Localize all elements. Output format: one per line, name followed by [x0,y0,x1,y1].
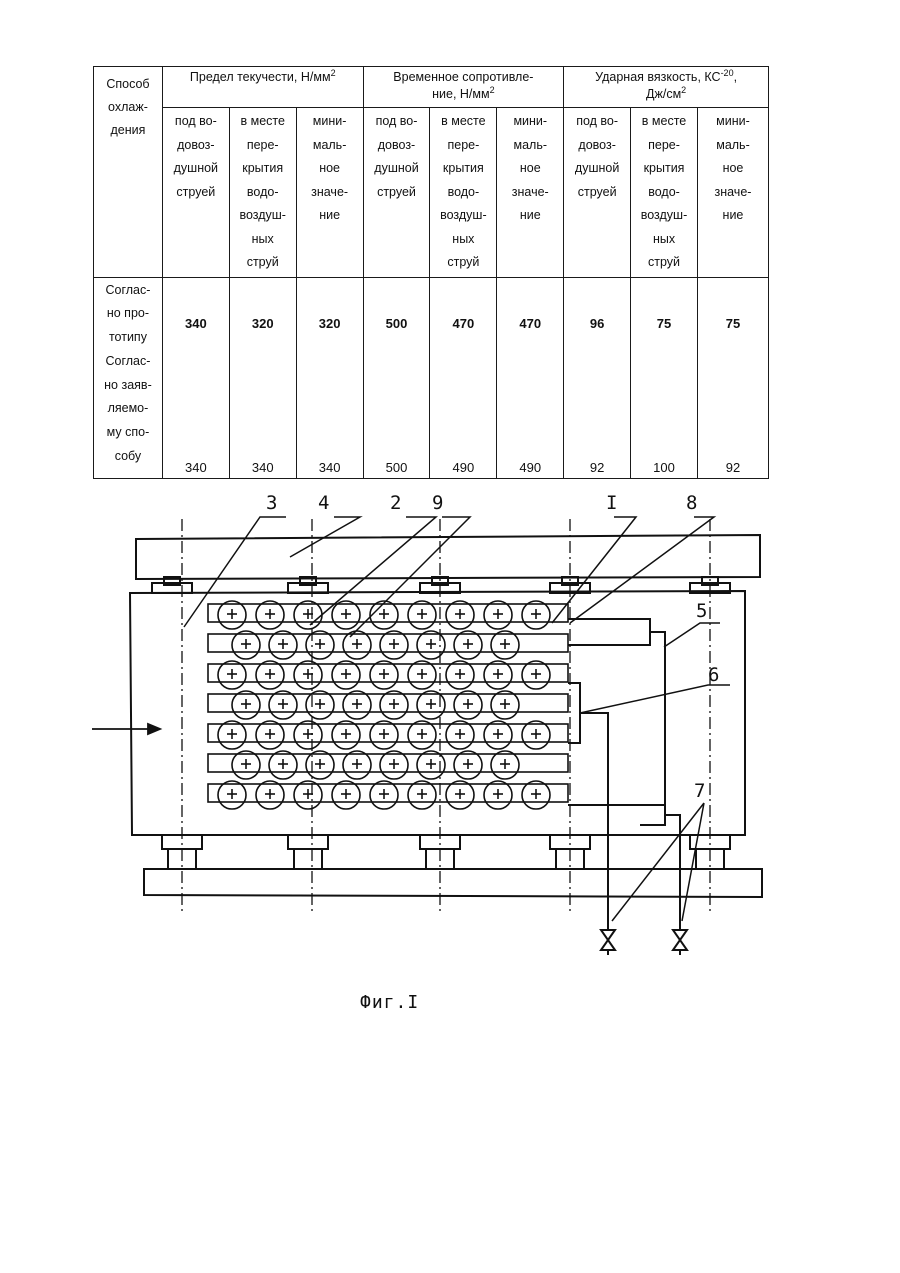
value-col-1: 340340 [162,277,229,478]
valve-1 [673,930,687,950]
roller-bar-3 [208,694,568,712]
leader-line-5 [570,517,714,623]
header-yield-strength: Предел текучести, Н/мм2 [162,67,363,108]
sub-header-1-1: в местепере-крытияводо-воздуш-ныхструй [430,108,497,278]
callout-label-0: 3 [266,492,277,514]
callout-label-6: 5 [696,600,707,622]
row-label-prototype: Соглас- но про- тотипу Соглас- но заяв- … [94,277,163,478]
header-tensile-strength: Временное сопротивле- ние, Н/мм2 [363,67,564,108]
roller-bar-1 [208,634,568,652]
leader-line-7 [580,685,730,713]
callout-label-2: 2 [390,492,401,514]
header-impact-toughness: Ударная вязкость, КС-20, Дж/см2 [564,67,769,108]
leader-line-4 [552,517,636,623]
bottom-support-stud-1 [294,849,322,869]
sub-header-0-1: в местепере-крытияводо-воздуш-ныхструй [229,108,296,278]
sub-header-1-2: мини-маль-ноезначе-ние [497,108,564,278]
header-cooling-method: Способ охлаж- дения [94,67,163,278]
callout-label-8: 7 [694,780,705,802]
roller-bar-2 [208,664,568,682]
callout-label-7: 6 [708,664,719,686]
sub-header-2-0: под во-довоз-душнойструей [564,108,631,278]
sub-header-2-1: в местепере-крытияводо-воздуш-ныхструй [631,108,698,278]
value-col-8: 75100 [631,277,698,478]
leader-line-6 [664,623,720,647]
leader-line-2 [310,517,436,625]
roller-bar-5 [208,754,568,772]
figure-caption: Фиг.I [360,992,419,1013]
value-col-6: 470490 [497,277,564,478]
value-col-5: 470490 [430,277,497,478]
bottom-beam [144,869,762,897]
roller-bar-4 [208,724,568,742]
top-beam [136,535,760,579]
sub-header-2-2: мини-маль-ноезначе-ние [697,108,768,278]
callout-label-5: 8 [686,492,697,514]
sub-header-1-0: под во-довоз-душнойструей [363,108,430,278]
callout-label-1: 4 [318,492,329,514]
roller-bar-0 [208,604,568,622]
roller-bar-6 [208,784,568,802]
collector-pipe-5 [640,632,665,825]
value-col-9: 7592 [697,277,768,478]
valve-0 [601,930,615,950]
properties-table: Способ охлаж- дения Предел текучести, Н/… [93,66,769,479]
value-col-4: 500500 [363,277,430,478]
value-col-3: 320340 [296,277,363,478]
bottom-support-block-1 [288,835,328,849]
manifold-pipe-upper [568,619,650,645]
value-col-7: 9692 [564,277,631,478]
sub-header-0-2: мини-маль-ноезначе-ние [296,108,363,278]
sub-header-0-0: под во-довоз-душнойструей [162,108,229,278]
sub-header-row: под во-довоз-душнойструейв местепере-кры… [94,108,769,278]
leader-line-8 [612,803,704,921]
feed-arrow [92,724,160,734]
callout-label-4: I [606,492,617,514]
cooling-device-drawing: 3 4 2 9 I 8 5 6 7 [80,485,800,985]
value-col-2: 320340 [229,277,296,478]
chamber-body [130,591,745,835]
callout-label-3: 9 [432,492,443,514]
